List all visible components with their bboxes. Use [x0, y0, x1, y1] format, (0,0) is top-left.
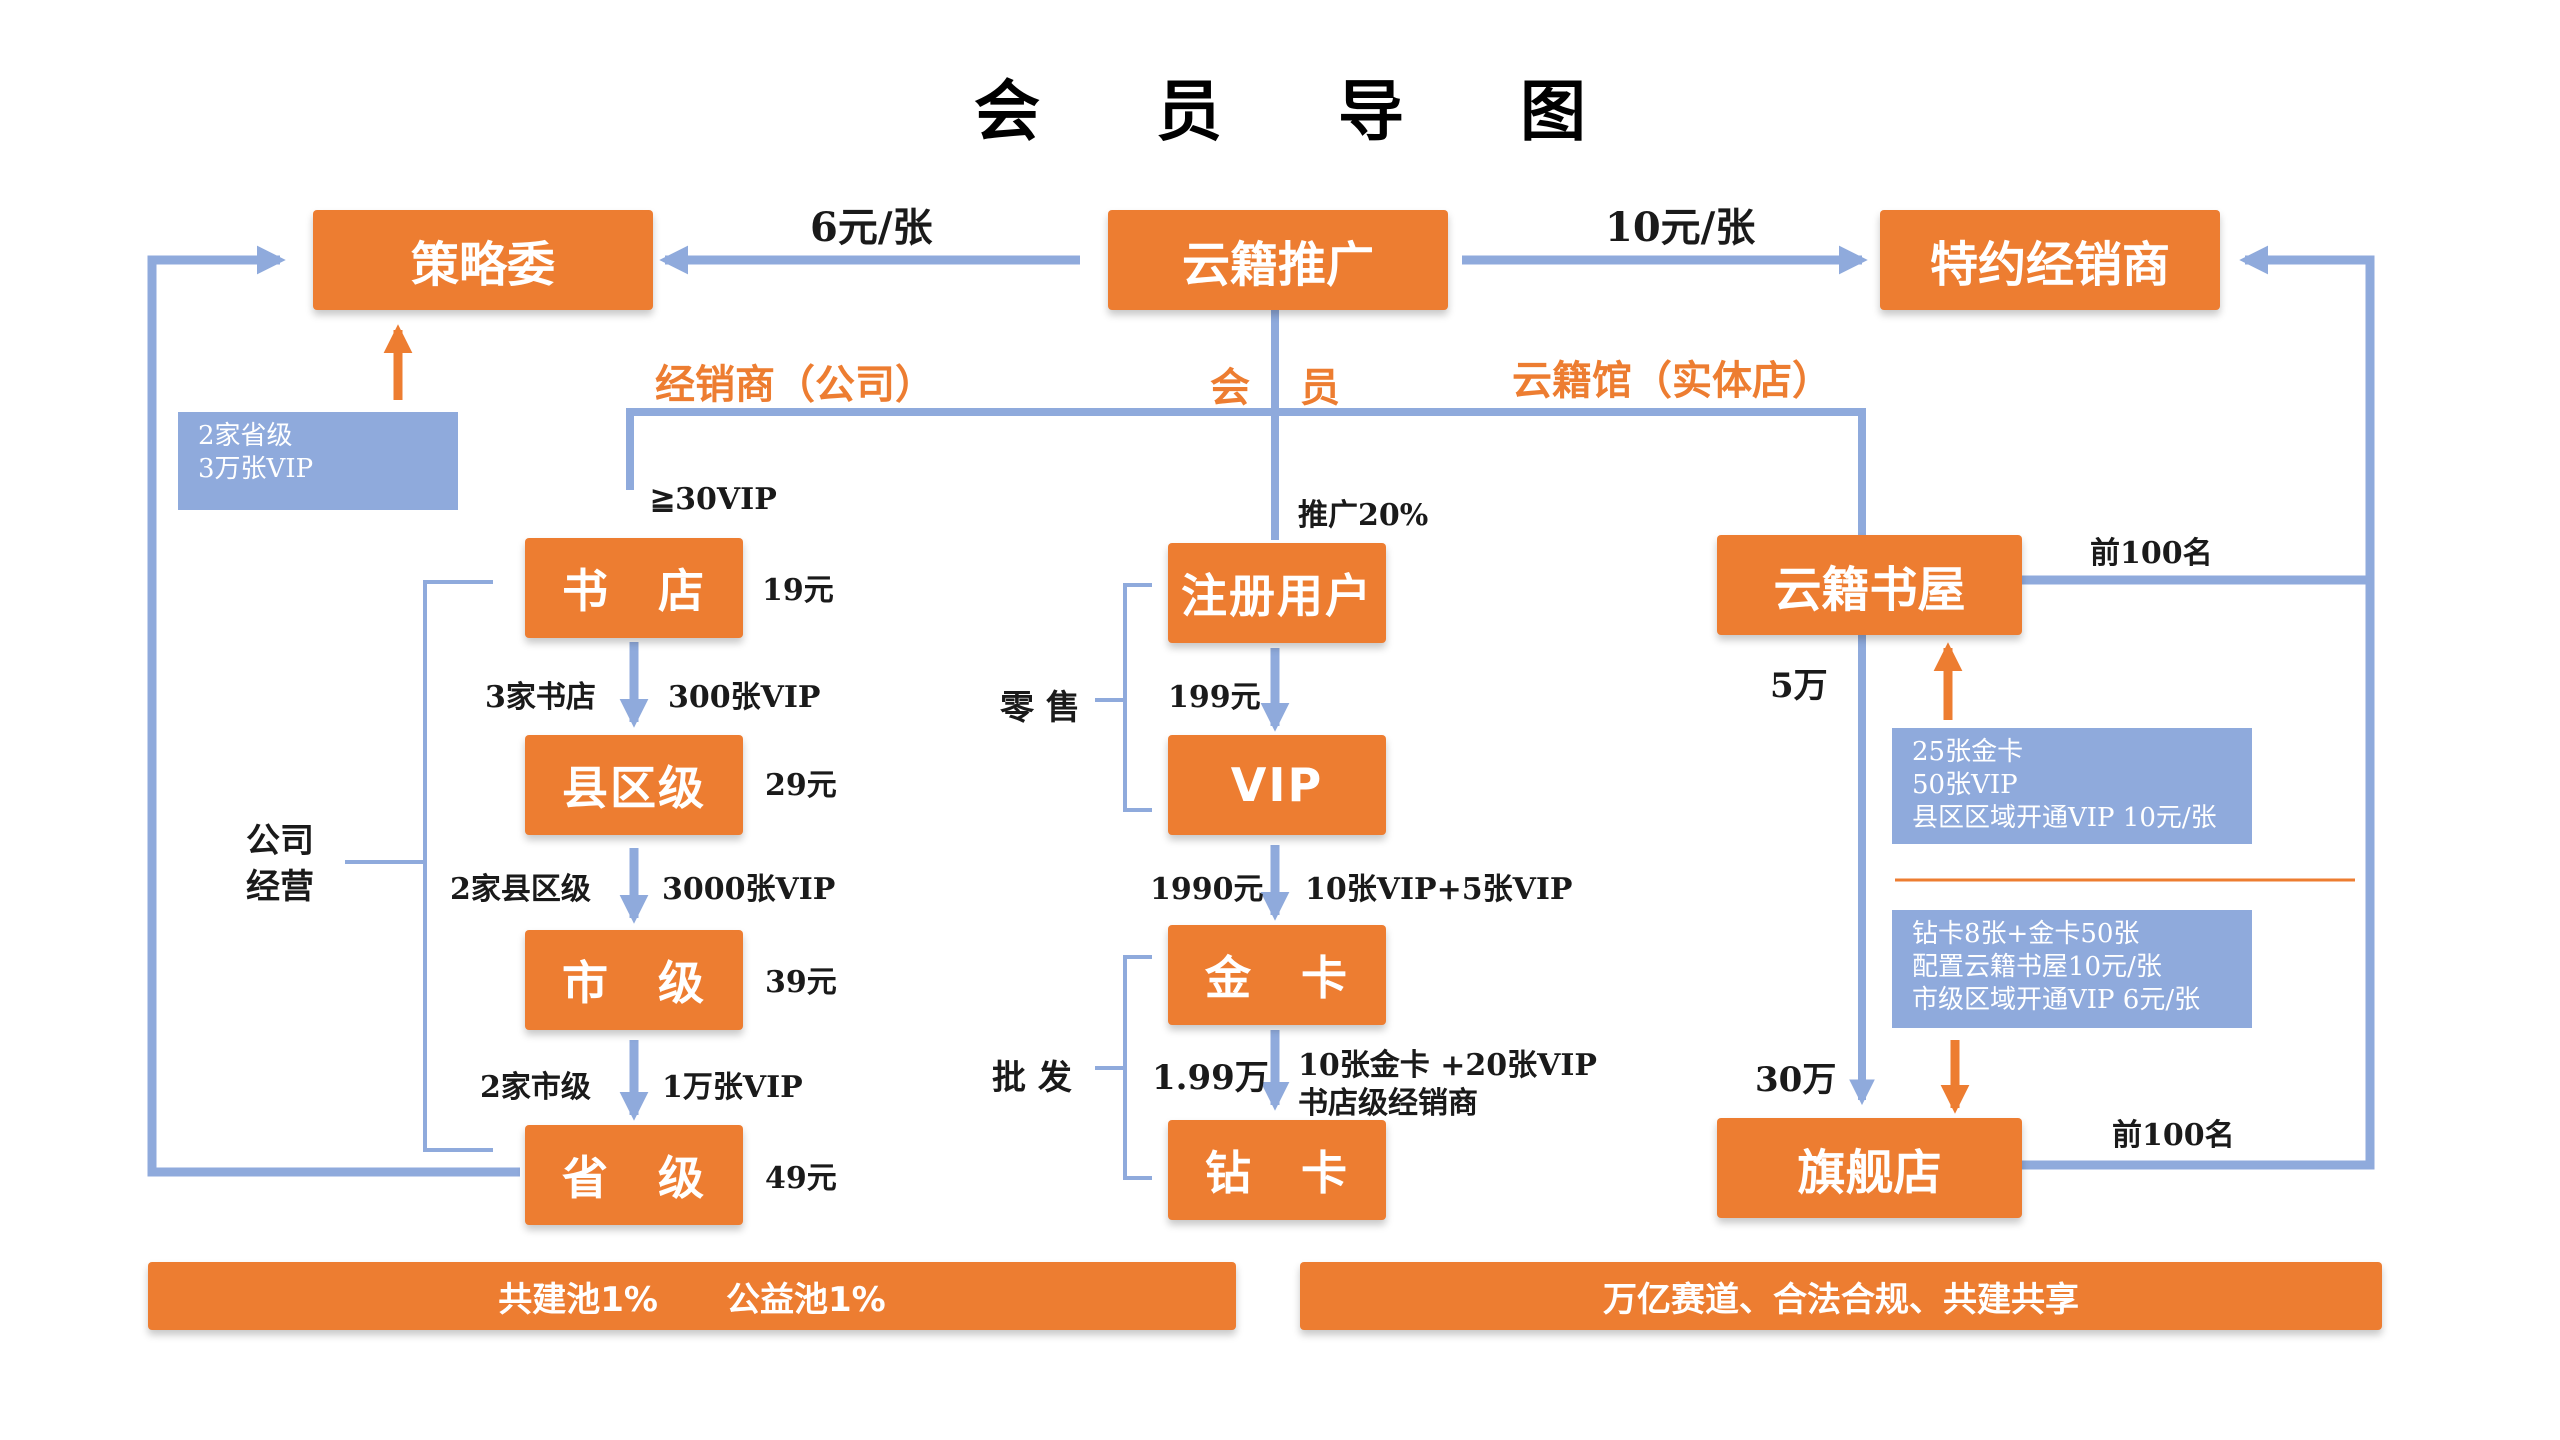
note-gold: 25张金卡 50张VIP 县区区域开通VIP 10元/张 [1892, 728, 2252, 844]
bottom-bar-right: 万亿赛道、合法合规、共建共享 [1300, 1262, 2382, 1330]
dealer-level-province: 省 级 [525, 1125, 743, 1225]
dealer-level-bookstore: 书 店 [525, 538, 743, 638]
node-flagship: 旗舰店 [1717, 1118, 2022, 1218]
node-promotion: 云籍推广 [1108, 210, 1448, 310]
top-rank-study: 前100名 [2090, 536, 2213, 571]
distribution-line [626, 408, 1875, 1106]
note-diamond: 钻卡8张+金卡50张 配置云籍书屋10元/张 市级区域开通VIP 6元/张 [1892, 910, 2252, 1028]
label-cloud-hall: 云籍馆（实体店） [1512, 358, 1832, 404]
loop-left [147, 245, 520, 1177]
member-step2-right: 10张VIP+5张VIP [1305, 872, 1573, 907]
member-step3-right-line2: 书店级经销商 [1298, 1086, 1478, 1121]
note-strategy: 2家省级 3万张VIP [178, 412, 458, 510]
member-step3-left: 1.99万 [1152, 1058, 1269, 1098]
dealer-level-county: 县区级 [525, 735, 743, 835]
node-cloud-study: 云籍书屋 [1717, 535, 2022, 635]
top-rank-flagship: 前100名 [2112, 1118, 2235, 1153]
step1-right: 300张VIP [668, 680, 821, 715]
step3-left: 2家市级 [480, 1070, 591, 1105]
dealer-level-city: 市 级 [525, 930, 743, 1030]
label-member-2: 员 [1300, 365, 1340, 411]
label-member-1: 会 [1210, 365, 1250, 411]
member-level-vip: VIP [1168, 735, 1386, 835]
promo-rate: 推广20% [1298, 498, 1429, 533]
node-strategy: 策略委 [313, 210, 653, 310]
wholesale-label: 批 发 [992, 1058, 1072, 1098]
brace-wholesale [1123, 955, 1152, 1180]
price-strategy: 6元/张 [810, 204, 933, 251]
node-special-dealer: 特约经销商 [1880, 210, 2220, 310]
study-amount: 5万 [1770, 666, 1828, 706]
member-level-registered: 注册用户 [1168, 543, 1386, 643]
price-city: 39元 [765, 965, 837, 1000]
member-step2-left: 1990元 [1150, 872, 1264, 907]
step1-left: 3家书店 [485, 680, 596, 715]
page-title: 会员导图 [974, 73, 1586, 150]
price-special-dealer: 10元/张 [1605, 204, 1756, 251]
member-step3-right: 10张金卡 +20张VIP [1298, 1048, 1597, 1083]
label-dealer-company: 经销商（公司） [655, 362, 935, 408]
step2-right: 3000张VIP [662, 872, 836, 907]
step2-left: 2家县区级 [450, 872, 591, 907]
dealer-entry-condition: ≧30VIP [650, 482, 777, 517]
company-operation-label: 公司 经营 [246, 821, 314, 907]
flagship-amount: 30万 [1755, 1060, 1837, 1100]
brace-retail [1123, 583, 1152, 812]
price-county: 29元 [765, 768, 837, 803]
price-bookstore: 19元 [762, 573, 834, 608]
brace-company [423, 580, 493, 1152]
bottom-bar-left: 共建池1% 公益池1% [148, 1262, 1236, 1330]
member-level-diamond: 钻 卡 [1168, 1120, 1386, 1220]
step3-right: 1万张VIP [662, 1070, 803, 1105]
loop-right-flagship [2020, 245, 2375, 1170]
retail-label: 零 售 [1000, 688, 1080, 728]
member-step1-left: 199元 [1168, 680, 1261, 715]
price-province: 49元 [765, 1161, 837, 1196]
member-level-gold: 金 卡 [1168, 925, 1386, 1025]
